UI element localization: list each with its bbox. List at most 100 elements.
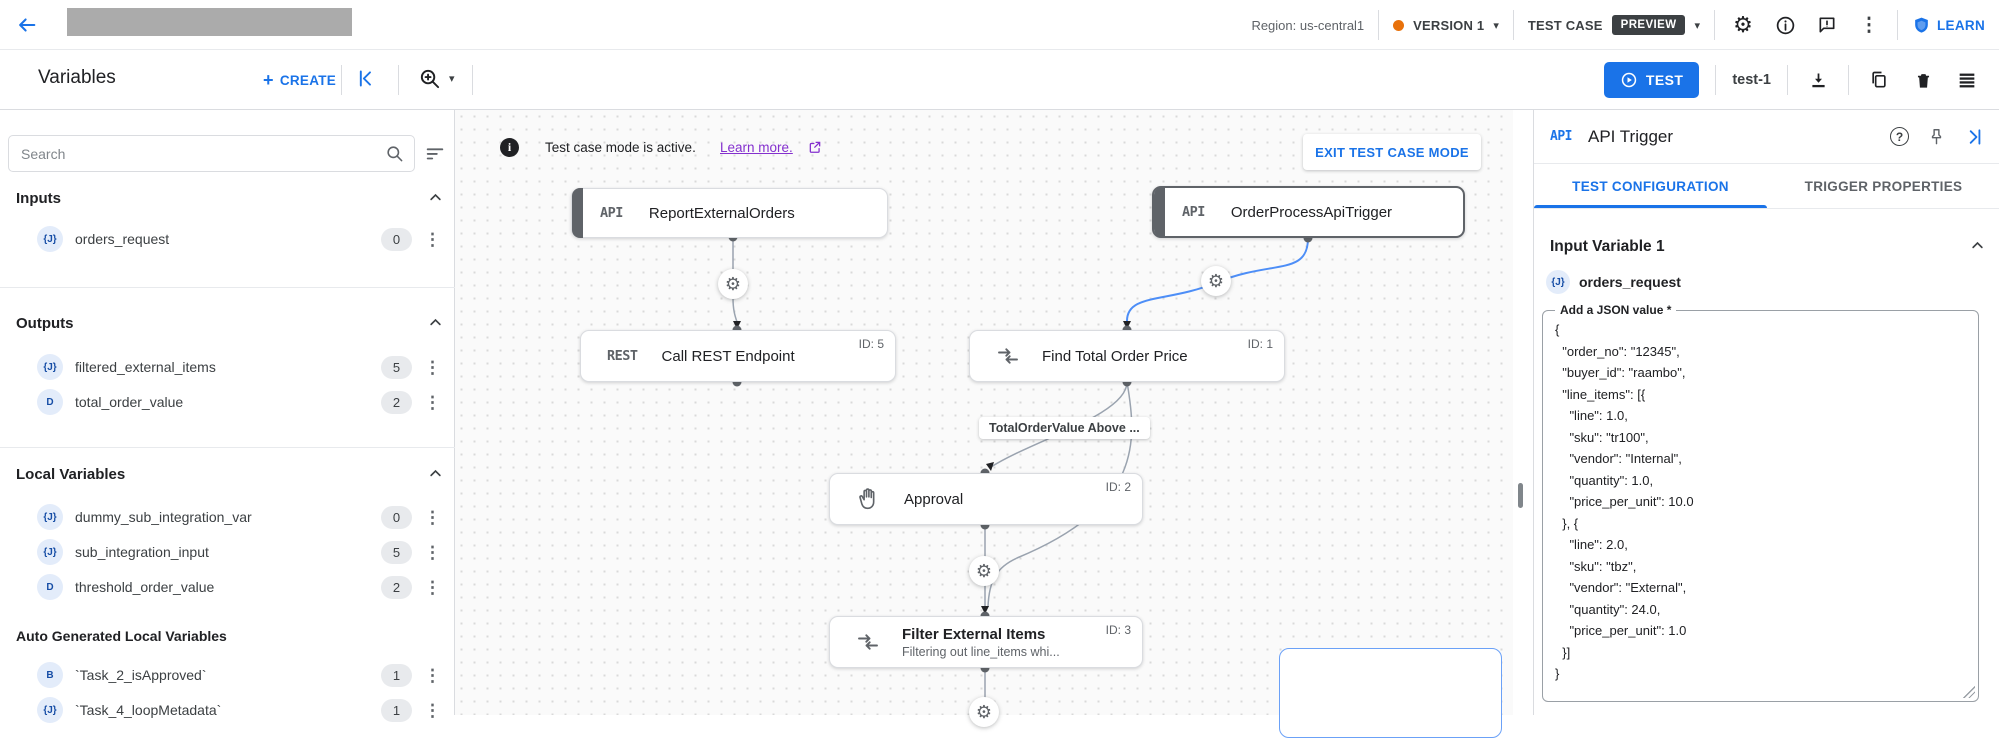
learn-more-link[interactable]: Learn more. [720,140,793,155]
search-input[interactable] [9,145,385,162]
canvas-vertical-scrollbar[interactable] [1518,483,1523,508]
copy-icon[interactable] [1865,66,1893,94]
variable-row[interactable]: {J} dummy_sub_integration_var 0 ⋮ [0,500,455,534]
external-link-icon[interactable] [808,140,822,159]
chevron-down-icon: ▾ [449,73,455,85]
download-icon[interactable] [1804,66,1832,94]
help-icon[interactable]: ? [1890,127,1909,146]
node-filter-external-items[interactable]: Filter External Items Filtering out line… [829,616,1143,668]
learn-label: LEARN [1937,17,1985,33]
divider [1512,10,1514,40]
usage-count-badge: 1 [381,698,412,722]
resize-handle[interactable] [1963,686,1975,698]
json-type-icon: {J} [1546,270,1570,294]
chevron-down-icon: ▾ [1493,19,1499,32]
pin-icon[interactable] [1927,127,1946,146]
node-id: ID: 3 [1105,623,1131,637]
exit-test-case-mode-button[interactable]: EXIT TEST CASE MODE [1303,134,1481,170]
tab-test-configuration[interactable]: TEST CONFIGURATION [1534,164,1767,208]
json-value-input[interactable]: { "order_no": "12345", "buyer_id": "raam… [1543,311,1978,701]
node-find-total-order-price[interactable]: Find Total Order Price ID: 1 [969,330,1285,382]
divider [1787,65,1788,95]
tab-trigger-properties[interactable]: TRIGGER PROPERTIES [1804,178,1963,194]
top-app-bar: Region: us-central1 VERSION 1 ▾ TEST CAS… [0,0,1999,50]
config-panel-header: API API Trigger ? [1534,110,1999,164]
more-options-icon[interactable]: ⋮ [424,229,441,249]
variable-row[interactable]: {J} filtered_external_items 5 ⋮ [0,350,455,384]
chevron-up-icon[interactable] [428,315,443,335]
test-mode-banner-message: Test case mode is active. [545,140,696,155]
test-case-selector[interactable]: TEST CASE PREVIEW ▾ [1528,15,1700,35]
create-variable-button[interactable]: + CREATE [263,70,337,90]
divider [1715,65,1717,95]
divider [1848,65,1849,95]
more-options-icon[interactable]: ⋮ [424,665,441,685]
edge-settings-gear-icon[interactable]: ⚙ [718,269,748,299]
node-id: ID: 2 [1105,480,1131,494]
more-options-icon[interactable]: ⋮ [424,577,441,597]
zoom-in-icon [420,69,440,89]
edge-settings-gear-icon[interactable]: ⚙ [1201,266,1231,296]
more-options-icon[interactable]: ⋮ [424,507,441,527]
edge-settings-gear-icon[interactable]: ⚙ [969,556,999,586]
divider [1378,10,1380,40]
collapse-panel-icon[interactable] [356,68,377,94]
learn-shield-icon [1915,17,1928,33]
zoom-dropdown[interactable]: ▾ [418,67,455,90]
local-variables-section-header: Local Variables [16,466,126,483]
arrowhead [1123,321,1131,329]
json-type-icon: {J} [37,697,63,723]
arrowhead [733,321,741,329]
panel-title: Variables [38,67,116,88]
more-options-icon[interactable]: ⋮ [424,542,441,562]
chevron-up-icon[interactable] [428,466,443,486]
version-label: VERSION 1 [1413,17,1485,33]
delete-trash-icon[interactable] [1909,66,1937,94]
selection-box[interactable] [1279,648,1502,738]
search-icon[interactable] [385,144,404,163]
variable-row[interactable]: D total_order_value 2 ⋮ [0,385,455,419]
test-case-name[interactable]: test-1 [1732,72,1771,88]
chevron-up-icon[interactable] [1970,238,1985,258]
chevron-up-icon[interactable] [428,190,443,210]
canvas-scroll-gutter [1513,110,1533,715]
feedback-icon[interactable] [1813,11,1841,39]
variable-row[interactable]: {J} orders_request 0 ⋮ [0,222,455,256]
variable-row[interactable]: B `Task_2_isApproved` 1 ⋮ [0,658,455,692]
more-options-icon[interactable]: ⋮ [424,392,441,412]
edge-condition-label[interactable]: TotalOrderValue Above ... [979,417,1150,439]
search-box [8,135,415,172]
variable-row[interactable]: D threshold_order_value 2 ⋮ [0,570,455,604]
node-report-external-orders[interactable]: API ReportExternalOrders [571,188,888,238]
info-icon[interactable] [1771,11,1799,39]
collapse-panel-right-icon[interactable] [1964,127,1984,147]
input-variable-section-title: Input Variable 1 [1550,238,1665,255]
api-trigger-badge: API [600,205,623,221]
usage-count-badge: 2 [381,390,412,414]
node-approval[interactable]: Approval ID: 2 [829,473,1143,525]
settings-gear-icon[interactable]: ⚙ [1733,12,1753,37]
learn-button[interactable]: LEARN [1912,16,1985,35]
node-call-rest-endpoint[interactable]: REST Call REST Endpoint ID: 5 [580,330,896,382]
more-options-icon[interactable]: ⋮ [424,700,441,720]
sort-filter-icon[interactable] [424,142,446,169]
edge-settings-gear-icon[interactable]: ⚙ [969,697,999,727]
variable-row[interactable]: {J} sub_integration_input 5 ⋮ [0,535,455,569]
usage-count-badge: 1 [381,663,412,687]
json-value-field: Add a JSON value * { "order_no": "12345"… [1542,303,1979,702]
double-type-icon: D [37,389,63,415]
usage-count-badge: 5 [381,540,412,564]
divider [1897,10,1898,40]
outputs-section-header: Outputs [16,315,74,332]
test-case-label: TEST CASE [1527,17,1603,33]
variable-row[interactable]: {J} `Task_4_loopMetadata` 1 ⋮ [0,693,455,727]
more-options-icon[interactable]: ⋮ [424,357,441,377]
version-selector[interactable]: VERSION 1 ▾ [1393,18,1499,33]
test-button[interactable]: TEST [1603,62,1700,98]
density-menu-icon[interactable] [1953,66,1981,94]
usage-count-badge: 0 [381,227,412,251]
back-arrow-icon[interactable] [16,14,38,41]
approval-hand-icon [856,486,882,512]
more-options-icon[interactable]: ⋮ [1859,14,1879,36]
node-order-process-api-trigger[interactable]: API OrderProcessApiTrigger [1152,186,1465,238]
